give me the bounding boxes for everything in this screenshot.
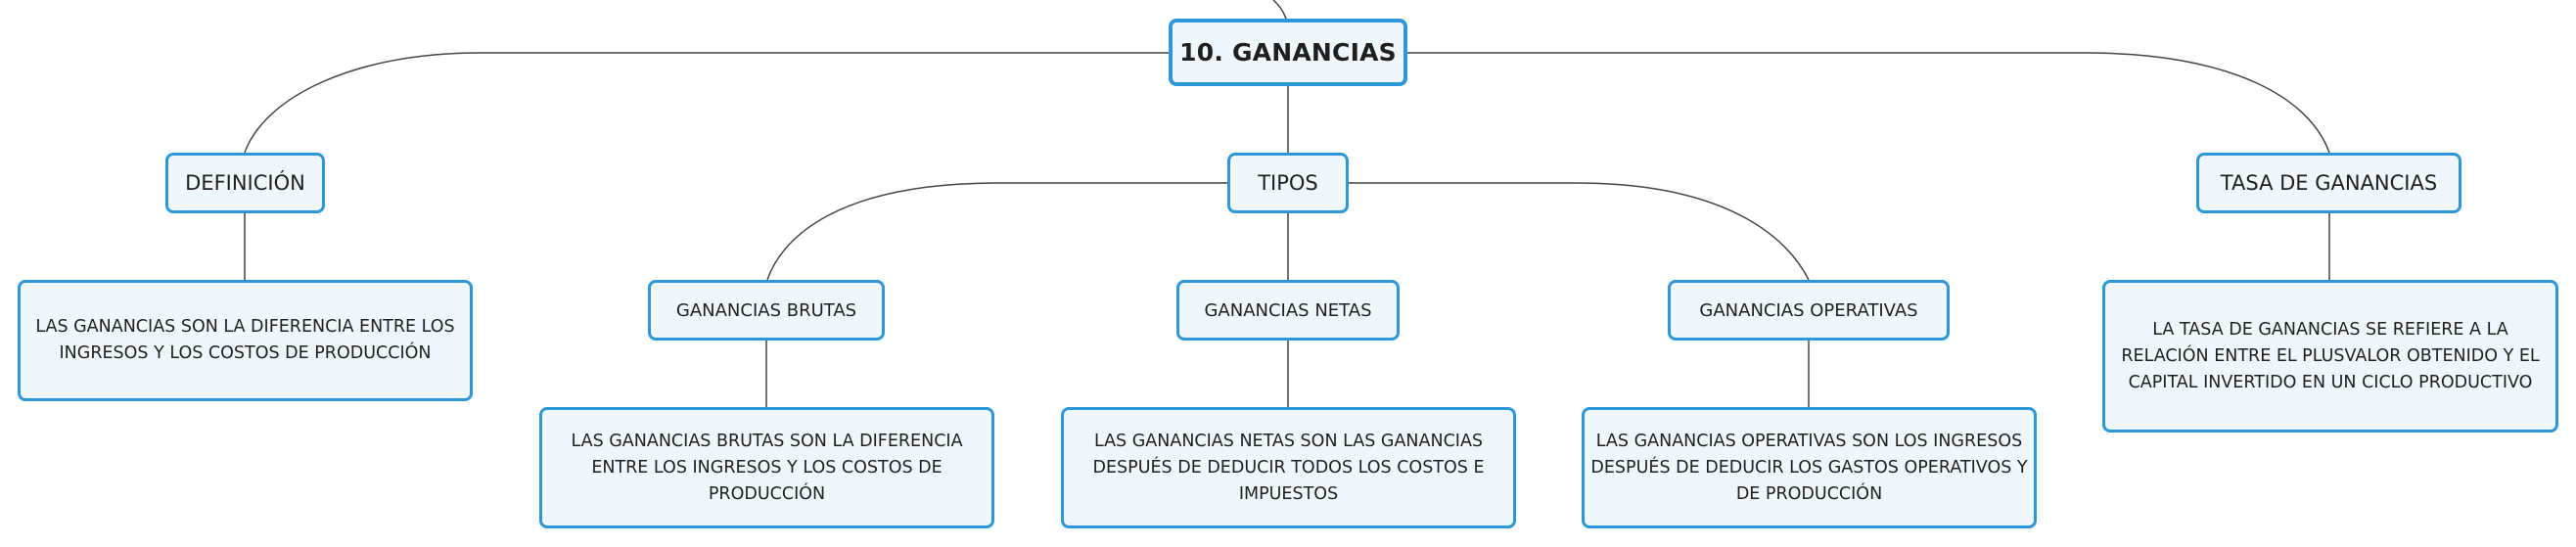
connector-tipos-to-operativas (1349, 182, 1810, 281)
operativas-description-node[interactable]: LAS GANANCIAS OPERATIVAS SON LOS INGRESO… (1582, 407, 2037, 528)
operativas-description-text: LAS GANANCIAS OPERATIVAS SON LOS INGRESO… (1590, 431, 2028, 504)
brutas-description-node[interactable]: LAS GANANCIAS BRUTAS SON LA DIFERENCIA E… (539, 407, 994, 528)
root-topic-label: 10. GANANCIAS (1179, 38, 1397, 67)
subtopic-operativas-label: GANANCIAS OPERATIVAS (1699, 299, 1918, 321)
tasa-description-node[interactable]: LA TASA DE GANANCIAS SE REFIERE A LA REL… (2102, 280, 2558, 433)
topic-tasa-de-ganancias[interactable]: TASA DE GANANCIAS (2196, 153, 2461, 213)
tasa-description-text: LA TASA DE GANANCIAS SE REFIERE A LA REL… (2121, 319, 2540, 392)
topic-definicion[interactable]: DEFINICIÓN (165, 153, 325, 213)
connector-root-to-definicion (244, 52, 1169, 154)
definicion-description-node[interactable]: LAS GANANCIAS SON LA DIFERENCIA ENTRE LO… (18, 280, 473, 401)
definicion-description-text: LAS GANANCIAS SON LA DIFERENCIA ENTRE LO… (35, 317, 455, 363)
subtopic-brutas-label: GANANCIAS BRUTAS (675, 299, 857, 321)
brutas-description-text: LAS GANANCIAS BRUTAS SON LA DIFERENCIA E… (571, 431, 963, 504)
connector-tipos-to-brutas (766, 182, 1227, 281)
subtopic-ganancias-operativas[interactable]: GANANCIAS OPERATIVAS (1668, 280, 1950, 341)
subtopic-netas-label: GANANCIAS NETAS (1204, 299, 1372, 321)
subtopic-ganancias-brutas[interactable]: GANANCIAS BRUTAS (648, 280, 885, 341)
netas-description-node[interactable]: LAS GANANCIAS NETAS SON LAS GANANCIAS DE… (1061, 407, 1516, 528)
topic-tipos-label: TIPOS (1258, 171, 1318, 195)
topic-tasa-label: TASA DE GANANCIAS (2220, 171, 2438, 195)
netas-description-text: LAS GANANCIAS NETAS SON LAS GANANCIAS DE… (1092, 431, 1485, 504)
topic-definicion-label: DEFINICIÓN (185, 171, 305, 195)
connector-root-to-tasa (1407, 52, 2330, 154)
subtopic-ganancias-netas[interactable]: GANANCIAS NETAS (1176, 280, 1400, 341)
root-topic-node[interactable]: 10. GANANCIAS (1169, 19, 1407, 86)
topic-tipos[interactable]: TIPOS (1227, 153, 1349, 213)
connector-parent-to-root (1272, 0, 1287, 20)
